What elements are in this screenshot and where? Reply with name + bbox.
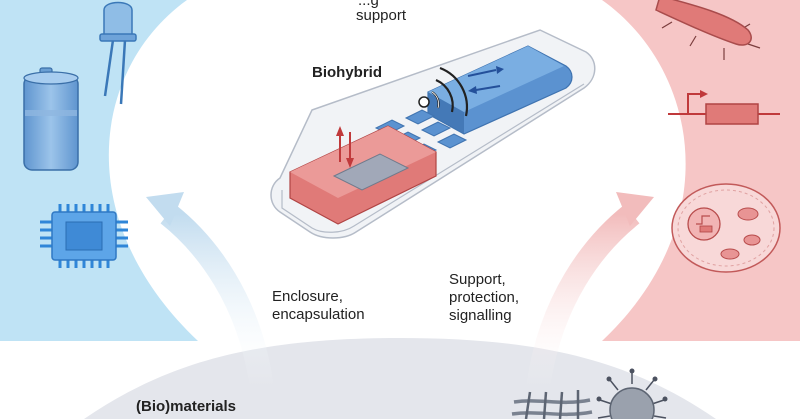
- microchip-icon: [40, 204, 128, 268]
- top-label-line1: ...g: [358, 0, 379, 9]
- biohybrid-device-icon: [270, 29, 596, 239]
- materials-panel: [84, 338, 716, 419]
- support-label-line3: signalling: [449, 307, 512, 324]
- gene-circuit-icon: [668, 90, 780, 125]
- top-label-line2: support: [356, 7, 407, 24]
- fiber-mesh-icon: [511, 390, 593, 419]
- support-label-line1: Support,: [449, 271, 506, 288]
- wireless-icon: [418, 66, 469, 117]
- led-icon: [99, 1, 137, 105]
- support-arrow: [526, 192, 654, 390]
- cell-icon: [671, 183, 781, 273]
- enclosure-label-line2: encapsulation: [272, 306, 365, 323]
- enclosure-arrow: [146, 192, 274, 390]
- support-label-line2: protection,: [449, 289, 520, 306]
- enclosure-label-line1: Enclosure,: [272, 288, 343, 305]
- battery-icon: [23, 67, 79, 171]
- electronics-panel: [0, 0, 198, 341]
- nanoparticle-icon: [596, 368, 668, 419]
- biology-panel: [602, 0, 800, 341]
- biohybrid-label: Biohybrid: [312, 64, 382, 81]
- biomaterials-label: (Bio)materials: [136, 398, 237, 415]
- bacterium-icon: [655, 0, 761, 60]
